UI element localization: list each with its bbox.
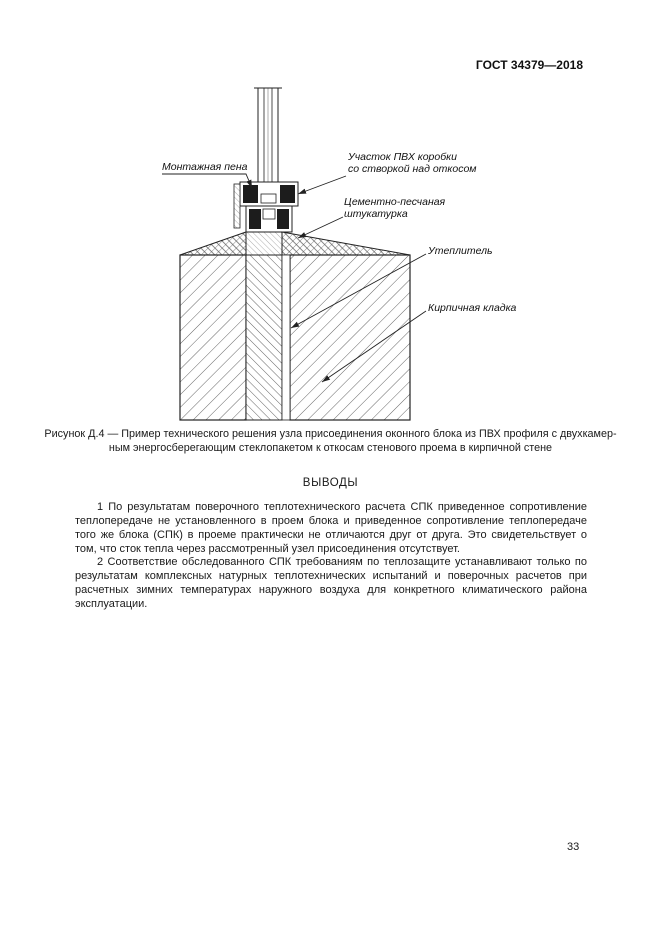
document-header: ГОСТ 34379—2018 [475, 58, 583, 72]
leader-brick [321, 310, 427, 383]
sill-support-block [245, 231, 283, 256]
mounting-foam-strip [233, 183, 241, 229]
technical-drawing [162, 87, 427, 421]
figure-caption-wrap: Рисунок Д.4 — Пример технического решени… [0, 427, 661, 456]
leader-pvc-box [297, 175, 347, 195]
label-pvc-box: Участок ПВХ коробки со створкой над отко… [348, 151, 477, 176]
leader-plaster [297, 216, 344, 239]
leader-foam [162, 173, 253, 189]
leader-insulation [290, 253, 427, 329]
conclusions-text: 1 По результатам поверочного теплотехнич… [75, 501, 587, 612]
plaster-layer [179, 231, 411, 256]
figure-d4-drawing: Монтажная пена Участок ПВХ коробки со ст… [0, 0, 661, 430]
insulation-column [245, 254, 291, 421]
label-insulation: Утеплитель [428, 245, 493, 257]
conclusions-paragraph-2: 2 Соответствие обследованного СПК требов… [75, 556, 587, 611]
conclusions-paragraph-1: 1 По результатам поверочного теплотехнич… [75, 501, 587, 555]
section-heading-conclusions: ВЫВОДЫ [302, 477, 359, 489]
label-plaster: Цементно-песчаная штукатурка [344, 196, 446, 221]
label-mounting-foam: Монтажная пена [162, 161, 248, 173]
figure-caption: Рисунок Д.4 — Пример технического решени… [44, 428, 617, 455]
brick-wall [179, 254, 411, 421]
page-number: 33 [567, 841, 580, 853]
glazing-unit [254, 87, 282, 183]
leader-lines [162, 173, 427, 383]
pvc-frame-profile [239, 181, 299, 233]
label-brick: Кирпичная кладка [428, 302, 517, 314]
